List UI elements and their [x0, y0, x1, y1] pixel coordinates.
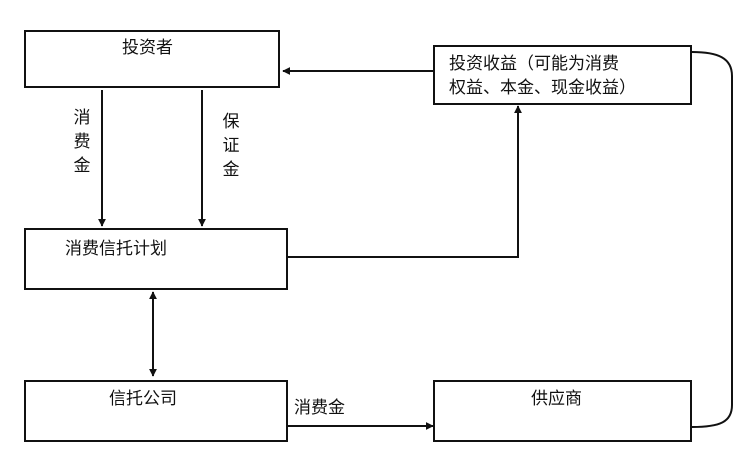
connector-supplier-to-income: [691, 51, 733, 428]
edge-label-consumer-funds-char-1: 消: [73, 108, 91, 128]
edge-label-deposit-char-1: 保: [222, 112, 240, 132]
consumer-trust-plan-label: 消费信托计划: [65, 239, 167, 259]
investment-income-label-line2: 权益、本金、现金收益）: [449, 78, 636, 98]
edge-label-consumer-funds-char-3: 金: [73, 156, 91, 176]
investor-label: 投资者: [122, 38, 173, 58]
trust-company-node: 信托公司: [24, 380, 288, 442]
investment-income-node: 投资收益（可能为消费 权益、本金、现金收益）: [433, 45, 692, 105]
investment-income-label-line1: 投资收益（可能为消费: [449, 54, 619, 74]
edge-label-deposit-char-3: 金: [222, 160, 240, 180]
investor-node: 投资者: [24, 30, 280, 88]
edge-label-consumer-funds-char-2: 费: [73, 132, 91, 152]
arrow-plan-to-income: [288, 105, 522, 258]
trust-company-label: 信托公司: [109, 389, 177, 409]
edge-label-consumer-funds-horizontal: 消费金: [294, 398, 345, 418]
consumer-trust-plan-node: 消费信托计划: [24, 228, 288, 290]
supplier-node: 供应商: [433, 380, 692, 442]
edge-label-deposit-char-2: 证: [222, 136, 240, 156]
supplier-label: 供应商: [531, 389, 582, 409]
